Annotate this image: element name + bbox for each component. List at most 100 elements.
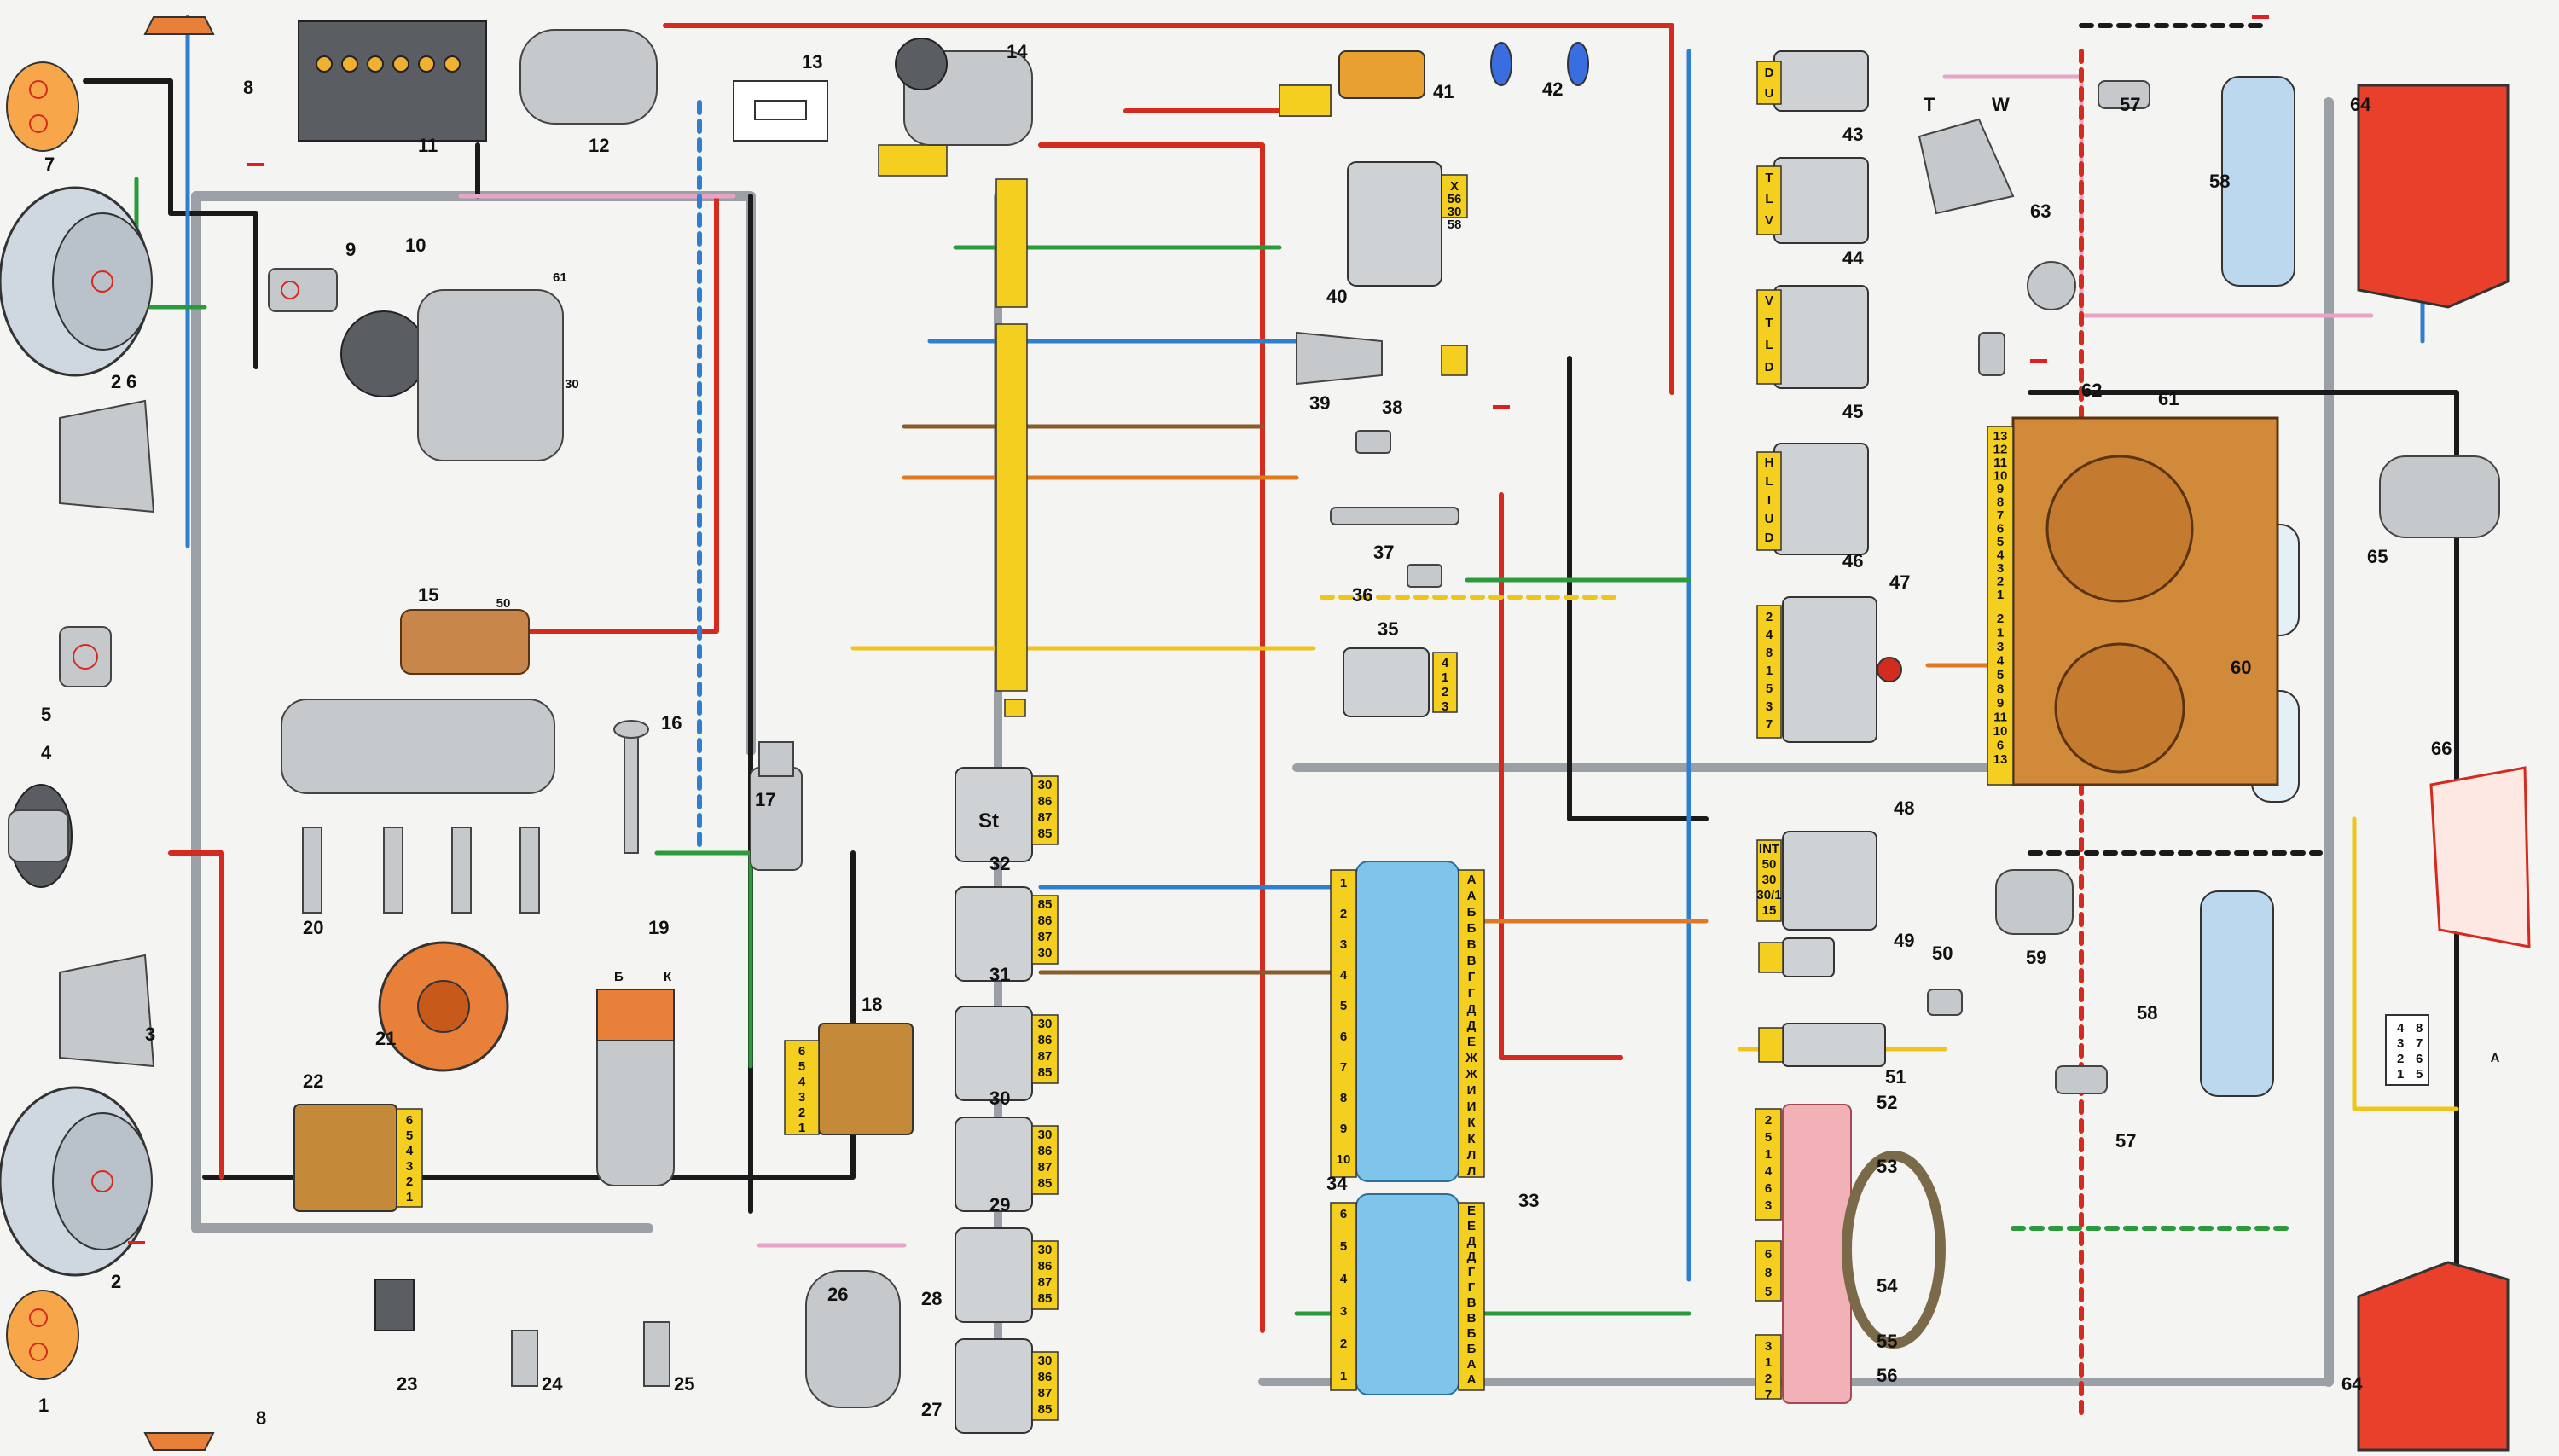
red-wire-5 bbox=[1499, 492, 1623, 1060]
component-number-60: 60 bbox=[2231, 657, 2251, 678]
pin-label-conn_61_top: 9 bbox=[1997, 482, 2004, 496]
component-number-1: 1 bbox=[38, 1395, 49, 1416]
relay-32: St bbox=[955, 767, 1059, 862]
relay-29 bbox=[955, 1117, 1059, 1212]
component-number-15: 15 bbox=[418, 584, 438, 606]
door-switch-upper bbox=[2098, 80, 2150, 109]
pin-label-conn_61_top: 2 bbox=[1997, 575, 2004, 589]
component-number-7: 7 bbox=[44, 154, 55, 175]
pin-label-fuse_33_right: Б bbox=[1467, 1342, 1477, 1356]
component-number-40: 40 bbox=[1326, 286, 1347, 307]
red-wire-2 bbox=[526, 194, 719, 634]
pin-label-switch_48_pins: 15 bbox=[1762, 903, 1777, 918]
pin-label-switch_43_pins: U bbox=[1765, 86, 1774, 101]
pin-label-conn_61_bottom: 11 bbox=[1993, 711, 2007, 725]
relay-27 bbox=[955, 1338, 1059, 1434]
pin-label-fuse_33_right: Е bbox=[1467, 1219, 1476, 1233]
pin-label-relay_pins_31: 30 bbox=[1038, 946, 1053, 960]
pin-label-fuse_34_right: Л bbox=[1467, 1164, 1477, 1179]
horn-upper bbox=[59, 399, 155, 513]
component-number-59: 59 bbox=[2026, 947, 2046, 968]
component-number-14: 14 bbox=[1007, 41, 1028, 62]
fuel-sensor bbox=[1978, 332, 2005, 376]
component-number-37: 37 bbox=[1373, 542, 1394, 563]
pin-label-relay_pins: 86 bbox=[1038, 1033, 1053, 1047]
cooling-fan-motor bbox=[519, 29, 658, 125]
inset-a-pin: 1 bbox=[2397, 1067, 2404, 1082]
pin-label-relay_pins: 85 bbox=[1038, 1291, 1053, 1306]
pin-label-fuse_33_right: Е bbox=[1467, 1204, 1476, 1218]
pin-label-conn_47: 7 bbox=[1766, 717, 1773, 732]
door-switch-lower bbox=[2055, 1065, 2108, 1094]
pin-label-conn_61_top: 13 bbox=[1993, 429, 2008, 444]
alternator-terminal: 61 bbox=[553, 270, 567, 285]
pin-label-conn_61_top: 10 bbox=[1993, 469, 2008, 484]
component-number-28: 28 bbox=[921, 1288, 942, 1309]
component-number-26: 26 bbox=[827, 1284, 848, 1305]
instrument-cluster bbox=[1987, 416, 2279, 786]
pin-label-conn_61_top: 1 bbox=[1997, 588, 2004, 602]
inset-a-pin: 6 bbox=[2416, 1052, 2423, 1066]
pin-label-conn_47: 1 bbox=[1766, 664, 1773, 678]
sensor-37 bbox=[1330, 507, 1459, 525]
ignition-control-unit bbox=[784, 1023, 914, 1135]
fuse-block-34 bbox=[1330, 861, 1485, 1182]
rear-lamp-lower bbox=[2357, 1261, 2510, 1452]
red-wire-3 bbox=[663, 23, 1674, 395]
pin-label-fuse_34_left: 1 bbox=[1340, 876, 1347, 890]
temperature-sensor bbox=[374, 1279, 415, 1331]
pin-label-relay_pins: 30 bbox=[1038, 1243, 1053, 1257]
pin-label-conn_61_bottom: 2 bbox=[1997, 612, 2004, 626]
switch-49 bbox=[1758, 937, 1835, 977]
round-sensor bbox=[8, 784, 73, 888]
pin-label-relay_pins: 86 bbox=[1038, 1144, 1053, 1158]
inset-a-pin: 7 bbox=[2416, 1036, 2423, 1051]
sensor-36 bbox=[1407, 564, 1442, 588]
pin-label-fuse_34_right: Л bbox=[1467, 1148, 1477, 1163]
pin-label-relay_pins_31: 87 bbox=[1038, 930, 1053, 944]
pin-label-conn_18: 6 bbox=[798, 1044, 805, 1059]
black-wire-4 bbox=[2028, 390, 2459, 1384]
pin-label-fuse_34_right: Д bbox=[1467, 1002, 1477, 1017]
pin-label-fuse_34_right: Ж bbox=[1465, 1051, 1477, 1065]
component-number-21: 21 bbox=[375, 1028, 396, 1049]
pin-label-conn_56: 3 bbox=[1765, 1339, 1772, 1354]
component-number-43: 43 bbox=[1842, 124, 1863, 145]
pin-label-fuse_33_left: 2 bbox=[1340, 1337, 1347, 1351]
component-number-46: 46 bbox=[1842, 550, 1863, 571]
pin-label-conn_35: 1 bbox=[1442, 670, 1448, 685]
pin-label-conn_47: 3 bbox=[1766, 699, 1773, 714]
pin-label-switch_44_pins: T bbox=[1765, 171, 1773, 185]
pin-label-conn_22: 1 bbox=[406, 1190, 413, 1204]
component-number-16: 16 bbox=[661, 712, 682, 734]
component-number-24: 24 bbox=[542, 1373, 563, 1395]
horn-lower bbox=[59, 954, 155, 1068]
component-number-2: 2 bbox=[111, 1271, 121, 1292]
component-number-17: 17 bbox=[755, 789, 775, 810]
pin-label-fuse_33_right: В bbox=[1467, 1296, 1477, 1310]
component-number-50: 50 bbox=[1932, 943, 1953, 964]
yellow-wire-2 bbox=[2352, 816, 2459, 1111]
pin-label-fuse_33_left: 6 bbox=[1340, 1207, 1347, 1221]
component-number-4: 4 bbox=[41, 742, 52, 763]
ground-symbols bbox=[128, 15, 2269, 1244]
pin-label-conn_61_bottom: 1 bbox=[1997, 626, 2004, 641]
component-number-66: 66 bbox=[2431, 738, 2452, 759]
pin-label-conn_22: 5 bbox=[406, 1128, 413, 1143]
pin-label-conn_61_bottom: 3 bbox=[1997, 640, 2004, 654]
pin-label-relay_pins: 87 bbox=[1038, 1275, 1053, 1290]
red-wire-4 bbox=[1038, 142, 1265, 1333]
wiper-relay bbox=[1279, 50, 1425, 117]
pin-label-conn_52: 3 bbox=[1765, 1198, 1772, 1213]
pin-label-conn_54: 6 bbox=[1765, 1247, 1772, 1262]
pin-label-relay_pins: 87 bbox=[1038, 810, 1053, 825]
knock-sensor bbox=[643, 1321, 670, 1387]
pin-label-conn_61_bottom: 8 bbox=[1997, 682, 2004, 697]
component-number-56: 56 bbox=[1877, 1365, 1897, 1386]
coolant-temp-sensor bbox=[511, 1330, 538, 1387]
pin-label-starter_terminal: 50 bbox=[496, 596, 511, 611]
hazard-switch bbox=[1756, 596, 1902, 743]
starter-solenoid bbox=[400, 609, 530, 675]
